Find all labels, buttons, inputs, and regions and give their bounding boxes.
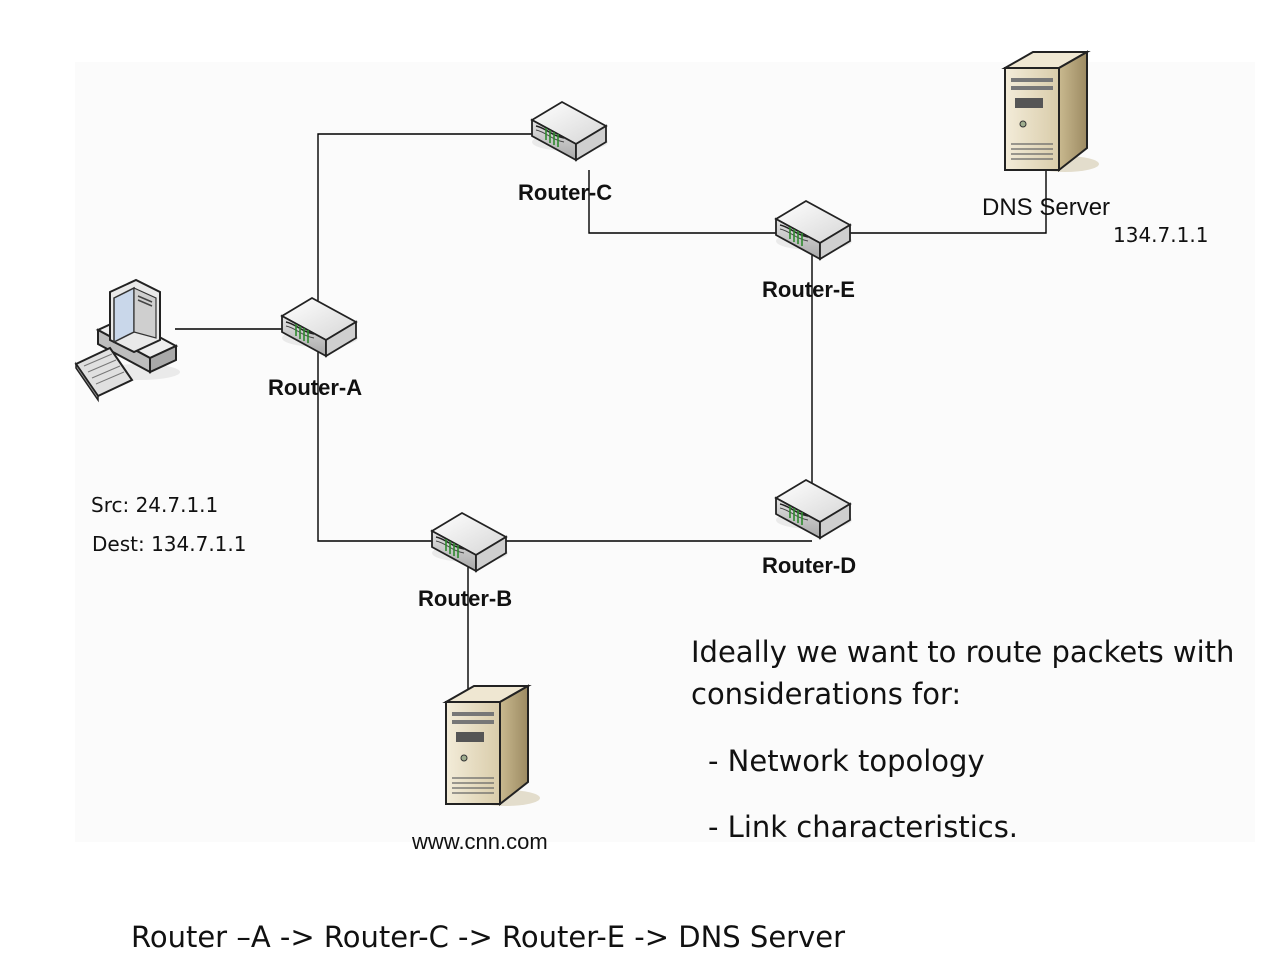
notes-bullet-link: - Link characteristics. [708,810,1019,844]
web-server-icon [445,685,541,807]
network-links [175,118,1047,705]
router-c-label: Router-C [518,180,613,205]
notes-intro-line1: Ideally we want to route packets with [691,635,1235,669]
dns-ip-label: 134.7.1.1 [1113,223,1209,247]
router-e-icon [775,200,853,260]
notes-bullet-topology: - Network topology [708,744,985,778]
router-d-label: Router-D [762,553,857,578]
client-pc-icon [74,278,180,403]
router-b-label: Router-B [418,586,513,611]
diagram-background [75,62,1255,842]
dns-server-icon [1004,51,1100,173]
link-router-a-router-b [317,330,468,542]
router-b-icon [431,512,509,572]
link-router-c-router-e [588,170,812,234]
router-c-icon [531,101,609,161]
router-a-icon [281,297,359,357]
dns-server-label: DNS Server [982,194,1111,221]
route-path: Router –A -> Router-C -> Router-E -> DNS… [131,920,846,954]
router-a-label: Router-A [268,375,363,400]
router-e-label: Router-E [762,277,855,302]
router-d-icon [775,479,853,539]
link-router-a-router-c [317,133,545,330]
packet-source: Src: 24.7.1.1 [91,493,219,517]
packet-destination: Dest: 134.7.1.1 [92,532,247,556]
notes-intro-line2: considerations for: [691,677,962,711]
web-server-label: www.cnn.com [412,829,548,854]
